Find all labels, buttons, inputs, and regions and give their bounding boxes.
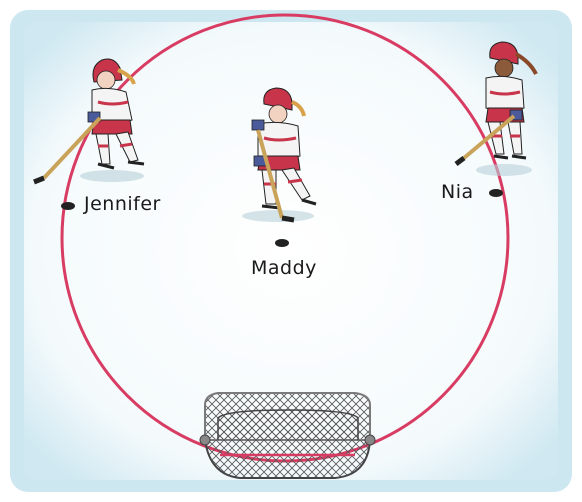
player-name-jennifer: Jennifer bbox=[84, 193, 161, 215]
hockey-net-icon bbox=[200, 393, 375, 478]
puck-icon bbox=[275, 239, 289, 247]
puck-icon bbox=[489, 189, 503, 197]
player-name-nia: Nia bbox=[441, 181, 474, 203]
puck-icon bbox=[61, 202, 75, 210]
player-name-maddy: Maddy bbox=[251, 257, 317, 279]
